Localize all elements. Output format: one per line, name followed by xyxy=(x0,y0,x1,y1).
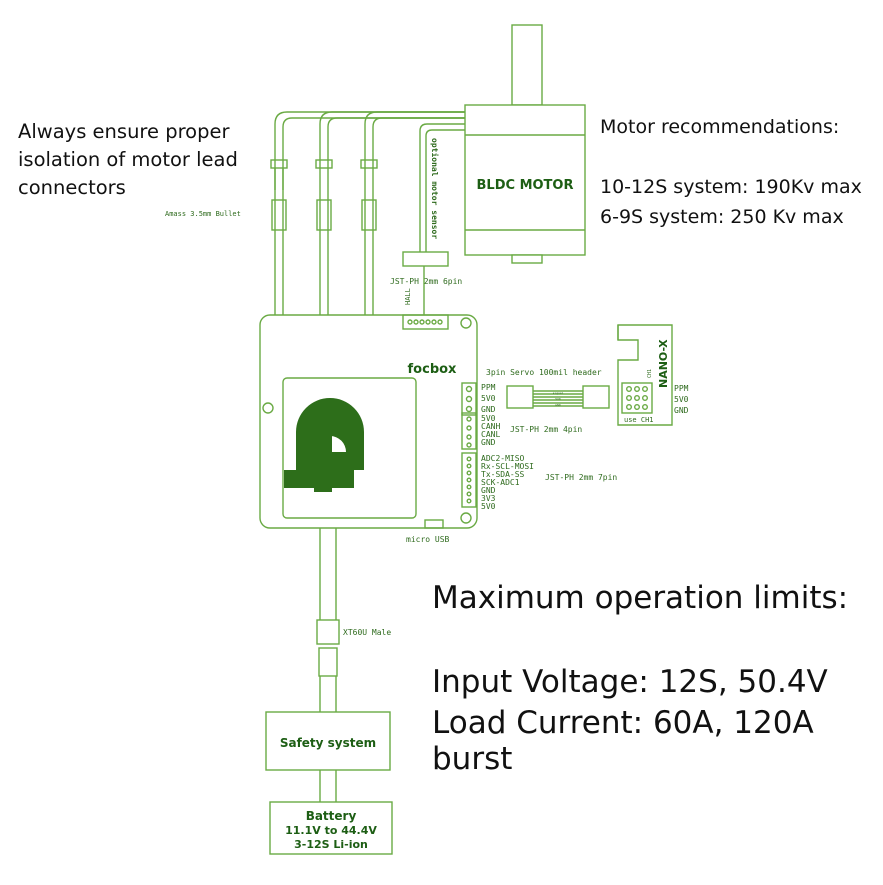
can-pin-2: CANL xyxy=(481,430,500,439)
ch1-label: CH1 xyxy=(647,369,653,378)
battery-leads xyxy=(319,528,337,620)
board-label: focbox xyxy=(408,362,458,377)
xt60-connector xyxy=(316,619,340,645)
ppm-pin-2: GND xyxy=(481,405,496,414)
battery-label: Battery xyxy=(306,809,357,823)
motor-shaft xyxy=(511,24,543,106)
ppm-pin-1: 5V0 xyxy=(481,394,496,403)
can-pin-0: 5V0 xyxy=(481,414,496,423)
nano-x-label: NANO-X xyxy=(657,339,670,388)
servo-wire-0: signal xyxy=(553,391,564,395)
nano-pin-0: PPM xyxy=(674,384,689,393)
isolation-note: Always ensure proper isolation of motor … xyxy=(18,120,238,199)
hall-header xyxy=(402,314,449,330)
comm-pin-0: ADC2-MISO xyxy=(481,454,525,463)
battery-chemistry: 3-12S Li-ion xyxy=(294,838,368,851)
comm-pin-6: 5V0 xyxy=(481,502,496,511)
safety-label: Safety system xyxy=(280,736,376,750)
can-header xyxy=(461,412,477,450)
xt60-label: XT60U Male xyxy=(343,628,391,637)
comm-pin-4: GND xyxy=(481,486,496,495)
can-pin-3: GND xyxy=(481,438,496,447)
board-heatsink xyxy=(282,377,417,519)
limits-load-current: Load Current: 60A, 120A burst xyxy=(432,705,814,777)
motor-recommendation-9s: 6-9S system: 250 Kv max xyxy=(600,206,844,228)
motor-recommendations-title: Motor recommendations: xyxy=(600,116,840,138)
jst7-label: JST-PH 2mm 7pin xyxy=(545,473,617,482)
micro-usb-port xyxy=(424,519,444,529)
comm-pin-1: Rx-SCL-MOSI xyxy=(481,462,534,471)
bullet-connector-a xyxy=(270,159,288,231)
battery-voltage: 11.1V to 44.4V xyxy=(285,824,377,837)
bullet-connector-c xyxy=(360,159,378,231)
motor-base xyxy=(511,254,543,264)
usb-label: micro USB xyxy=(406,535,450,544)
bullet-connectors xyxy=(270,159,378,231)
bullet-connector-b xyxy=(315,159,333,231)
limits-input-voltage: Input Voltage: 12S, 50.4V xyxy=(432,664,828,700)
comm-pin-3: SCK-ADC1 xyxy=(481,478,520,487)
can-pin-1: CANH xyxy=(481,422,500,431)
nano-pin-header xyxy=(621,382,653,414)
nano-pin-1: 5V0 xyxy=(674,395,689,404)
focbox-board xyxy=(259,314,478,529)
servo-wires xyxy=(533,390,583,407)
motor-phase-leads xyxy=(274,111,465,315)
limits-title: Maximum operation limits: xyxy=(432,580,849,616)
nano-pins xyxy=(626,386,649,411)
battery-box xyxy=(269,801,393,855)
servo-wire-2: GND xyxy=(555,403,561,407)
jst4-label: JST-PH 2mm 4pin xyxy=(510,425,582,434)
servo-wire-1: 5V0 xyxy=(555,397,561,401)
xt60-mate xyxy=(318,647,338,677)
use-ch1-label: use CH1 xyxy=(624,416,654,424)
nano-pin-2: GND xyxy=(674,406,689,415)
hall-header-pins xyxy=(407,319,443,325)
motor-recommendation-12s: 10-12S system: 190Kv max xyxy=(600,176,862,198)
jst6-label: JST-PH 2mm 6pin xyxy=(390,277,462,286)
comm-pin-5: 3V3 xyxy=(481,494,496,503)
motor-sensor-label: optional motor sensor xyxy=(430,138,440,239)
ppm-header xyxy=(461,382,477,416)
servo-header-label: 3pin Servo 100mil header xyxy=(486,368,602,377)
hall-label: HALL xyxy=(404,288,412,305)
motor-label: BLDC MOTOR xyxy=(477,178,574,193)
comm-pin-2: Tx-SDA-SS xyxy=(481,470,525,479)
ppm-pin-0: PPM xyxy=(481,383,496,392)
motor-sensor-cable xyxy=(402,123,465,267)
servo-plug-left xyxy=(506,385,534,409)
bullet-label: Amass 3.5mm Bullet xyxy=(165,210,241,218)
nano-x-receiver xyxy=(617,324,673,426)
enertion-logo-icon xyxy=(284,398,364,492)
servo-plug-right xyxy=(582,385,610,409)
safety-system-box xyxy=(265,711,391,771)
comm-header xyxy=(461,452,477,508)
